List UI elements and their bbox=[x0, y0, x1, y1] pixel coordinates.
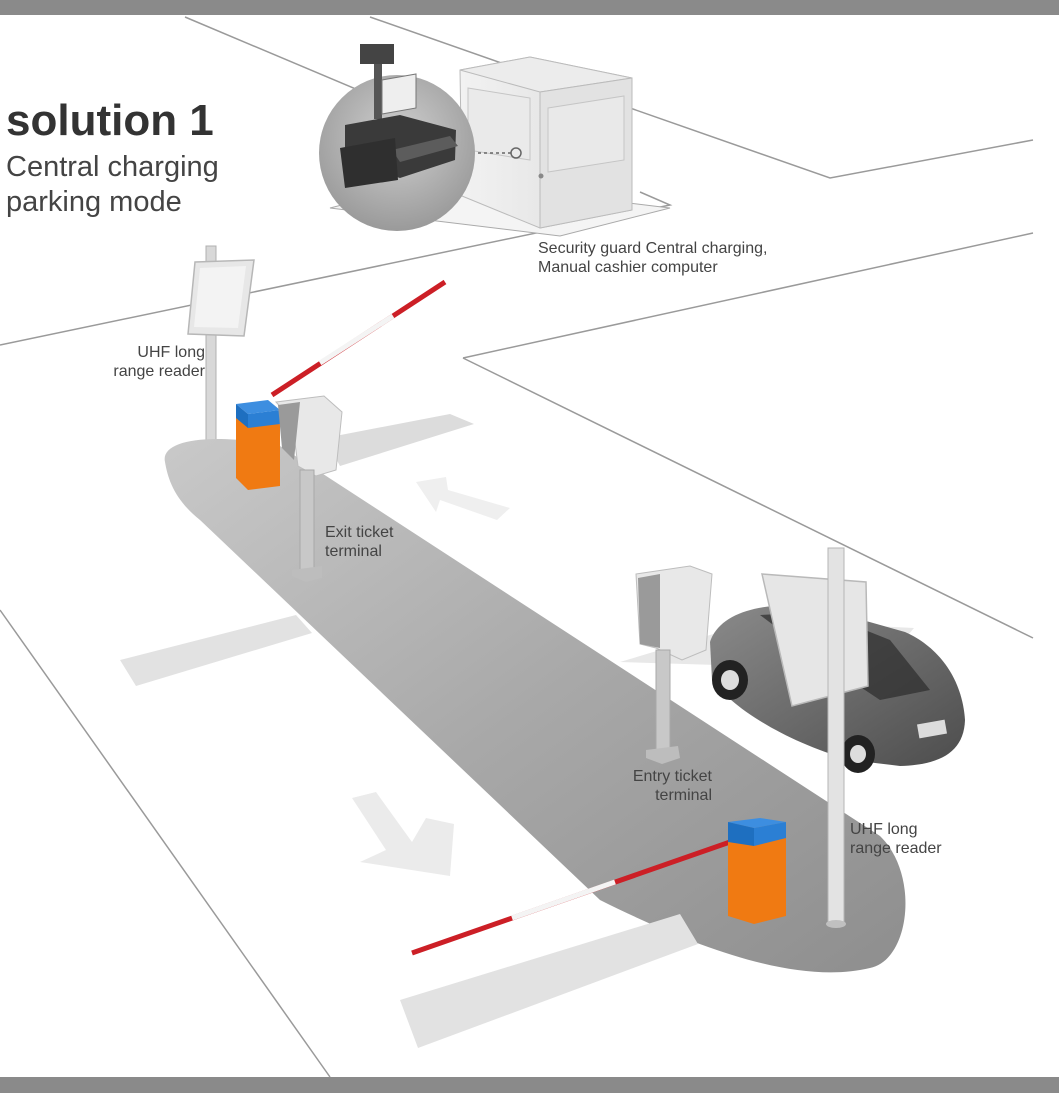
exit-ticket-terminal-icon bbox=[274, 395, 343, 582]
cashier-computer-icon bbox=[319, 44, 522, 231]
page-subtitle: Central charging parking mode bbox=[6, 150, 219, 220]
entry-boom-arm bbox=[411, 839, 731, 956]
uhf-reader-right-label: UHF long range reader bbox=[850, 820, 942, 858]
exit-lane-plate bbox=[325, 414, 474, 466]
exit-terminal-label: Exit ticket terminal bbox=[325, 523, 393, 561]
exit-label-line-1: Exit ticket bbox=[325, 524, 394, 541]
entry-label-line-2: terminal bbox=[655, 787, 712, 804]
exit-boom-arm bbox=[270, 279, 447, 398]
security-guard-label: Security guard Central charging, Manual … bbox=[538, 239, 767, 277]
exit-direction-arrow-icon bbox=[416, 477, 510, 520]
entry-label-line-1: Entry ticket bbox=[632, 768, 712, 785]
uhf-right-line-1: UHF long bbox=[850, 821, 918, 838]
entry-direction-arrow-icon bbox=[352, 792, 454, 876]
exit-barrier-gate-icon bbox=[236, 400, 280, 490]
uhf-reader-left-label: UHF long range reader bbox=[103, 343, 205, 381]
uhf-reader-left-icon bbox=[187, 245, 255, 471]
uhf-right-line-2: range reader bbox=[850, 840, 942, 857]
uhf-left-line-1: UHF long bbox=[137, 344, 205, 361]
entry-ticket-terminal-icon bbox=[635, 565, 713, 764]
uhf-reader-right-icon bbox=[761, 547, 869, 928]
page-title: solution 1 bbox=[6, 96, 214, 145]
subtitle-line-1: Central charging bbox=[6, 151, 219, 183]
top-border-band bbox=[0, 0, 1059, 15]
guard-booth-icon bbox=[459, 56, 633, 229]
entry-terminal-label: Entry ticket terminal bbox=[612, 767, 712, 805]
guard-label-line-1: Security guard Central charging, bbox=[538, 240, 768, 257]
subtitle-line-2: parking mode bbox=[6, 186, 182, 218]
bottom-lane-plate bbox=[400, 914, 698, 1048]
bottom-border-band bbox=[0, 1077, 1059, 1093]
uhf-left-line-2: range reader bbox=[113, 363, 205, 380]
left-lane-plate bbox=[120, 615, 312, 686]
guard-label-line-2: Manual cashier computer bbox=[538, 259, 718, 276]
exit-label-line-2: terminal bbox=[325, 543, 382, 560]
traffic-island bbox=[164, 439, 906, 973]
entry-barrier-gate-icon bbox=[728, 818, 786, 924]
